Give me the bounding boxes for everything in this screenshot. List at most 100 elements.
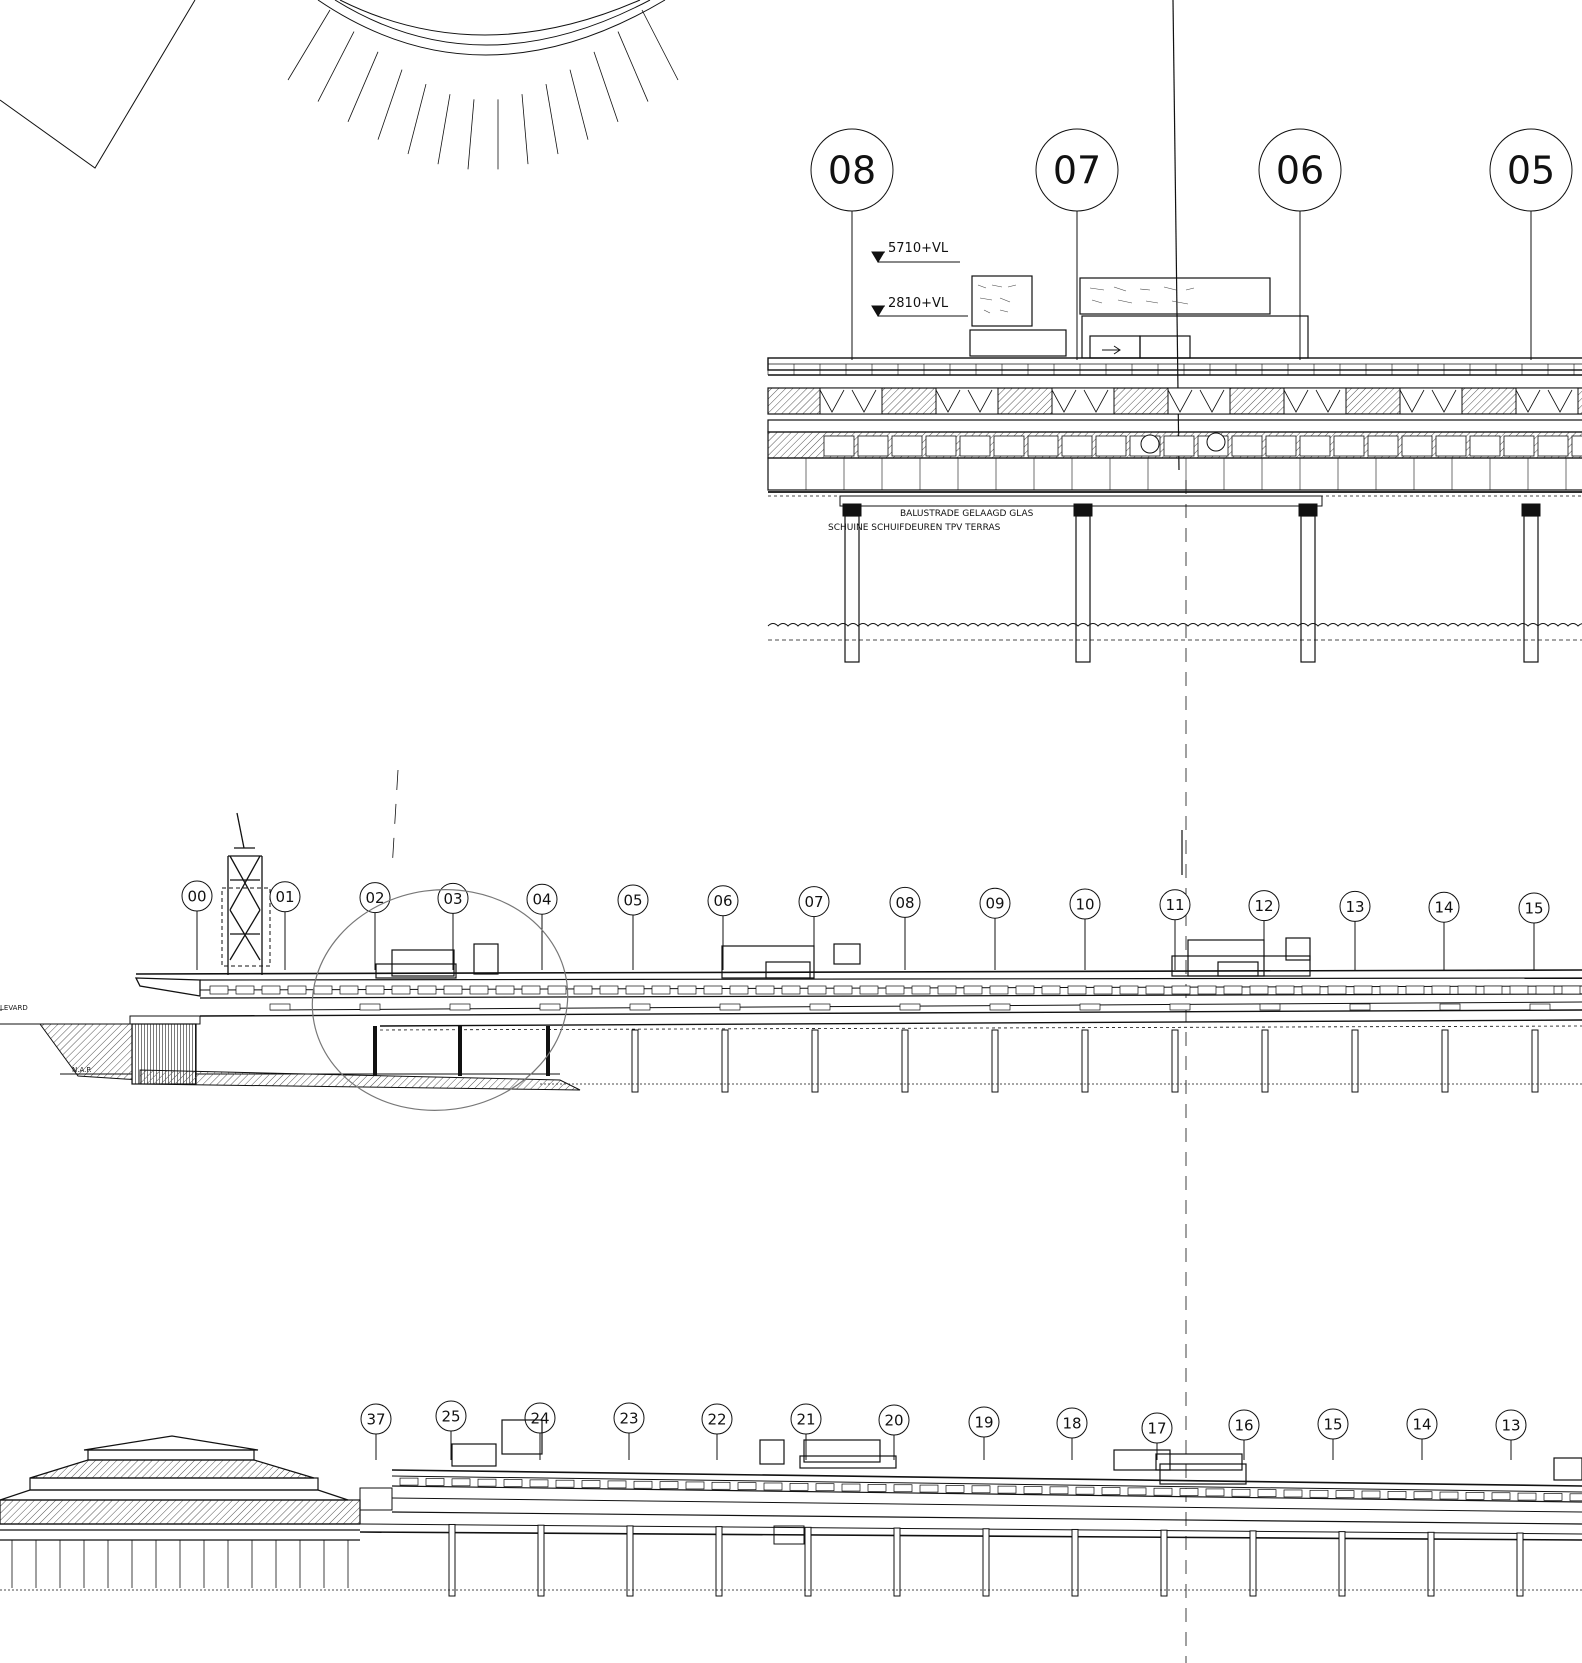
note-sliding-doors: SCHUINE SCHUIFDEUREN TPV TERRAS [828, 523, 1001, 533]
middle-window [495, 985, 515, 995]
detail-glazing [857, 435, 889, 457]
middle-pile-land [546, 1026, 550, 1076]
middle-pile-land [373, 1026, 377, 1076]
bottom-window [503, 1479, 523, 1487]
bottom-grid-marker-label: 15 [1323, 1415, 1342, 1433]
middle-window [547, 985, 567, 995]
middle-window [625, 985, 645, 995]
middle-pile [901, 1029, 909, 1093]
middle-lower-window [989, 1003, 1011, 1011]
middle-pile [991, 1029, 999, 1093]
bottom-window [1387, 1490, 1407, 1499]
detail-pile [1075, 515, 1091, 663]
middle-pile [1171, 1029, 1179, 1093]
bottom-window [711, 1481, 731, 1490]
bottom-window [399, 1477, 419, 1486]
bottom-grid-marker-label: 22 [707, 1410, 726, 1428]
radial-plan-fragment [0, 0, 679, 170]
middle-lower-window [1529, 1003, 1551, 1011]
detail-glazing [1163, 435, 1195, 457]
detail-glazing [1401, 435, 1433, 457]
detail-window-mark [1283, 389, 1341, 413]
detail-glazing [1299, 435, 1331, 457]
radial-spoke [317, 31, 355, 102]
middle-window [521, 985, 541, 995]
level-marker-upper [871, 251, 960, 263]
detail-pile-cap [1298, 503, 1318, 517]
detail-glazing [1095, 435, 1127, 457]
middle-window [937, 985, 957, 995]
middle-window [833, 985, 853, 995]
middle-pile [1351, 1029, 1359, 1093]
bottom-grid-marker-label: 21 [796, 1410, 815, 1428]
middle-window [885, 985, 905, 995]
detail-facade-panels [767, 364, 1582, 663]
radial-spoke [569, 69, 589, 140]
bottom-window [1101, 1487, 1121, 1495]
detail-window [1515, 387, 1579, 415]
middle-window [755, 985, 775, 995]
middle-window [1249, 985, 1269, 995]
middle-window [1223, 985, 1243, 995]
bottom-grid-marker-label: 17 [1147, 1419, 1166, 1437]
pencil-circle-annotation [311, 889, 569, 1111]
detail-water-line [767, 623, 1582, 627]
middle-grid-marker-label: 02 [365, 889, 384, 907]
bottom-window [1543, 1493, 1563, 1501]
nap-label: N.A.P. [72, 1066, 92, 1074]
middle-pile [811, 1029, 819, 1093]
middle-grid-marker-label: 00 [187, 887, 206, 905]
middle-lower-window [1349, 1003, 1371, 1011]
boulevard-label: LEVARD [0, 1004, 28, 1012]
bottom-window [633, 1480, 653, 1489]
detail-window [1051, 387, 1115, 415]
middle-grid-marker-label: 06 [713, 892, 732, 910]
bottom-window [1465, 1492, 1485, 1500]
detail-glazing [1061, 435, 1093, 457]
lookout-tower [221, 812, 271, 975]
level-label-lower: 2810+VL [888, 296, 949, 311]
middle-window [1041, 985, 1061, 995]
middle-grid-marker-label: 04 [532, 891, 551, 909]
detail-window [1283, 387, 1347, 415]
detail-pile-cap [842, 503, 862, 517]
middle-grid-marker-label: 12 [1254, 897, 1273, 915]
bottom-pile [1516, 1532, 1524, 1597]
middle-window [599, 985, 619, 995]
detail-window-mark [1051, 389, 1109, 413]
rooftop-noise-texture [977, 284, 1195, 314]
radial-spoke [617, 31, 649, 102]
middle-grid-marker-label: 09 [985, 895, 1004, 913]
detail-window-mark [1167, 389, 1225, 413]
middle-pile [721, 1029, 729, 1093]
bottom-roof-units [451, 1419, 1582, 1485]
radial-spoke [641, 9, 679, 81]
lamp-globes [1140, 432, 1226, 454]
bottom-window [1231, 1488, 1251, 1497]
bottom-window [1023, 1486, 1043, 1494]
middle-pile [1531, 1029, 1539, 1093]
bottom-grid-marker-label: 23 [619, 1409, 638, 1427]
detail-grid-marker-label: 08 [828, 149, 876, 193]
middle-window [1561, 985, 1581, 995]
bottom-pile [893, 1527, 901, 1597]
middle-grid-marker-label: 05 [623, 891, 642, 909]
level-label-upper: 5710+VL [888, 241, 949, 256]
pier-building-middle [134, 969, 1582, 1031]
middle-window [729, 985, 749, 995]
detail-window-mark [819, 389, 877, 413]
radial-spoke [467, 99, 475, 170]
bottom-grid-marker-label: 16 [1234, 1416, 1253, 1434]
middle-lower-window [359, 1003, 381, 1011]
note-balustrade: BALUSTRADE GELAAGD GLAS [900, 509, 1034, 519]
middle-window [1093, 985, 1113, 995]
middle-pile [1441, 1029, 1449, 1093]
middle-window [1431, 985, 1451, 995]
pier-head-pavilion [0, 1435, 361, 1541]
bottom-window [789, 1482, 809, 1491]
middle-window [1483, 985, 1503, 995]
bottom-window [1309, 1489, 1329, 1498]
